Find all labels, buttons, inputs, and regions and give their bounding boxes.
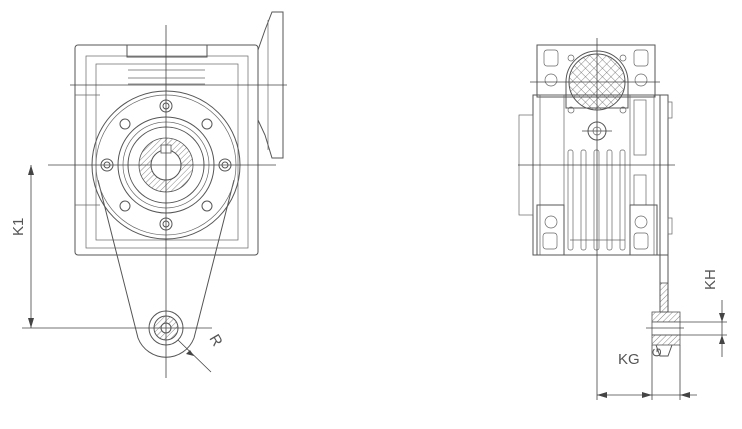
front-view	[22, 11, 287, 378]
kg-label: KG	[618, 351, 640, 368]
kh-label: KH	[702, 269, 719, 290]
r-label: R	[206, 332, 226, 350]
k1-label: K1	[10, 218, 27, 236]
side-view	[518, 38, 727, 400]
g-label: G	[650, 348, 664, 357]
